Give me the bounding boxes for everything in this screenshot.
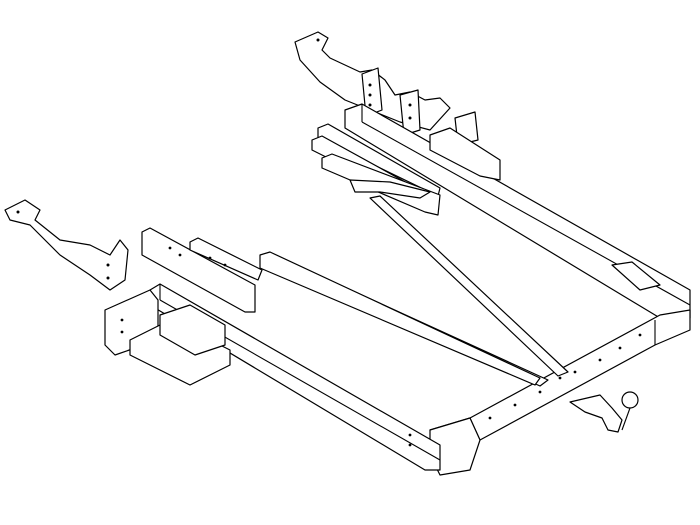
left-mounting-bracket <box>4 199 129 291</box>
right-mounting-bracket <box>294 31 479 146</box>
right-channel-strips <box>311 123 661 291</box>
tow-ball-hitch <box>569 391 639 433</box>
right-side-rail <box>344 103 691 319</box>
rear-crossbar <box>429 309 691 476</box>
left-support-bracket <box>104 289 231 386</box>
left-mounting-plates <box>141 227 541 386</box>
